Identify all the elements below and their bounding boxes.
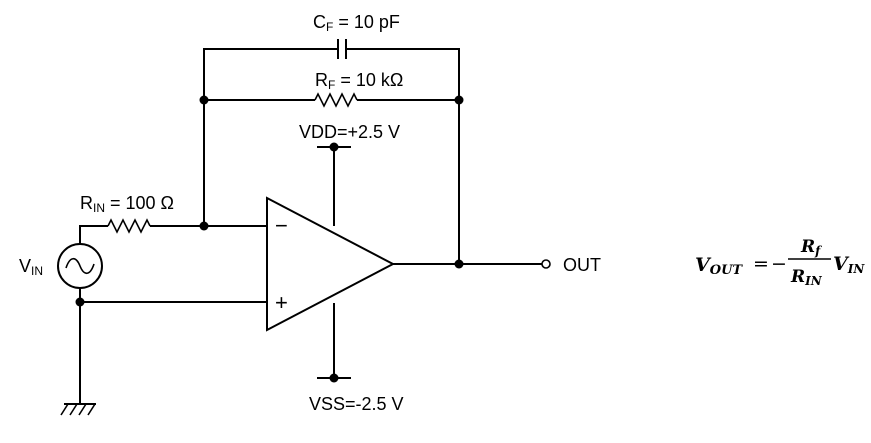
svg-text:=: = — [753, 253, 769, 275]
ac-source — [57, 243, 103, 289]
rf-label: RF = 10 kΩ — [315, 70, 403, 92]
junction-dot — [199, 95, 209, 105]
output-terminal — [541, 259, 551, 269]
out-label: OUT — [563, 255, 601, 275]
junction-dot — [199, 221, 209, 231]
junction-dot — [329, 373, 339, 383]
rin-label: RIN = 100 Ω — [80, 193, 174, 215]
cf-label: CF = 10 pF — [313, 12, 400, 34]
gain-equation: VOUT = − Rf RIN VIN — [695, 237, 865, 288]
junction-dot — [75, 297, 85, 307]
op-amp — [266, 196, 396, 332]
svg-text:RIN: RIN — [790, 267, 823, 288]
vss-label: VSS=-2.5 V — [309, 394, 404, 414]
input-resistor — [79, 218, 267, 244]
vss-rail — [317, 303, 351, 379]
svg-text:−: − — [771, 253, 787, 275]
plus-sign: + — [275, 290, 288, 315]
vdd-rail — [317, 146, 351, 226]
junction-dot — [454, 95, 464, 105]
junction-dot — [329, 142, 339, 152]
feedback-capacitor — [203, 39, 460, 100]
svg-text:VOUT: VOUT — [695, 254, 743, 278]
svg-text:VIN: VIN — [833, 253, 865, 276]
svg-text:Rf: Rf — [800, 237, 822, 258]
vdd-label: VDD=+2.5 V — [299, 122, 400, 142]
vin-label: VIN — [19, 256, 43, 278]
feedback-resistor — [204, 92, 459, 108]
ground-symbol — [60, 403, 96, 416]
minus-sign: − — [275, 213, 288, 238]
junction-dot — [454, 259, 464, 269]
